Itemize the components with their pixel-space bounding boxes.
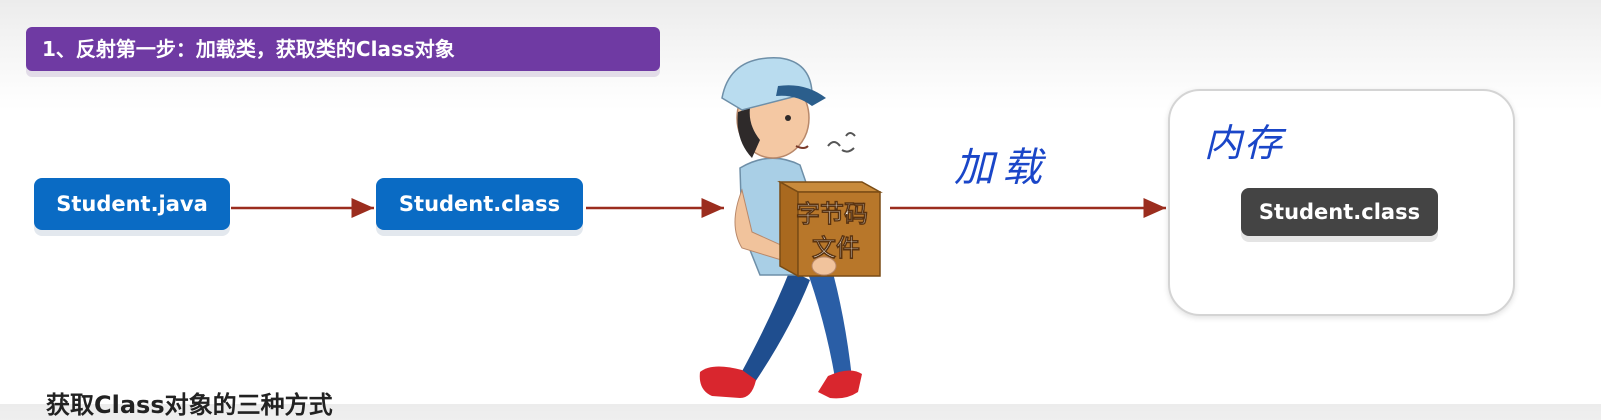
worker-right-shoe — [818, 370, 862, 399]
load-label: 加载 — [954, 145, 1050, 191]
student-java-node: Student.java — [34, 178, 230, 230]
memory-student-class-node: Student.class — [1241, 188, 1438, 236]
bottom-heading: 获取Class对象的三种方式 — [46, 391, 333, 419]
worker-cap-brim — [776, 85, 826, 106]
section-title-banner: 1、反射第一步：加载类，获取类的Class对象 — [26, 27, 660, 71]
worker-hand — [811, 256, 837, 276]
worker-mouth — [795, 145, 809, 149]
box-label-line2: 文件 — [812, 234, 860, 262]
worker-left-shoe — [699, 366, 756, 398]
box-label-line1: 字节码 — [796, 200, 868, 228]
memory-label: 内存 — [1204, 121, 1285, 165]
worker-cap — [721, 57, 813, 111]
box-side — [797, 191, 881, 277]
worker-eye — [785, 115, 791, 121]
box-front — [779, 180, 799, 278]
worker-front-leg — [805, 262, 852, 378]
music-notes — [827, 132, 856, 153]
worker-carrying-box-illustration: 字节码 文件 — [699, 57, 883, 399]
flow-arrows — [231, 198, 1166, 218]
worker-back-leg — [740, 270, 810, 382]
worker-hair — [737, 108, 760, 158]
student-class-node: Student.class — [376, 178, 583, 230]
